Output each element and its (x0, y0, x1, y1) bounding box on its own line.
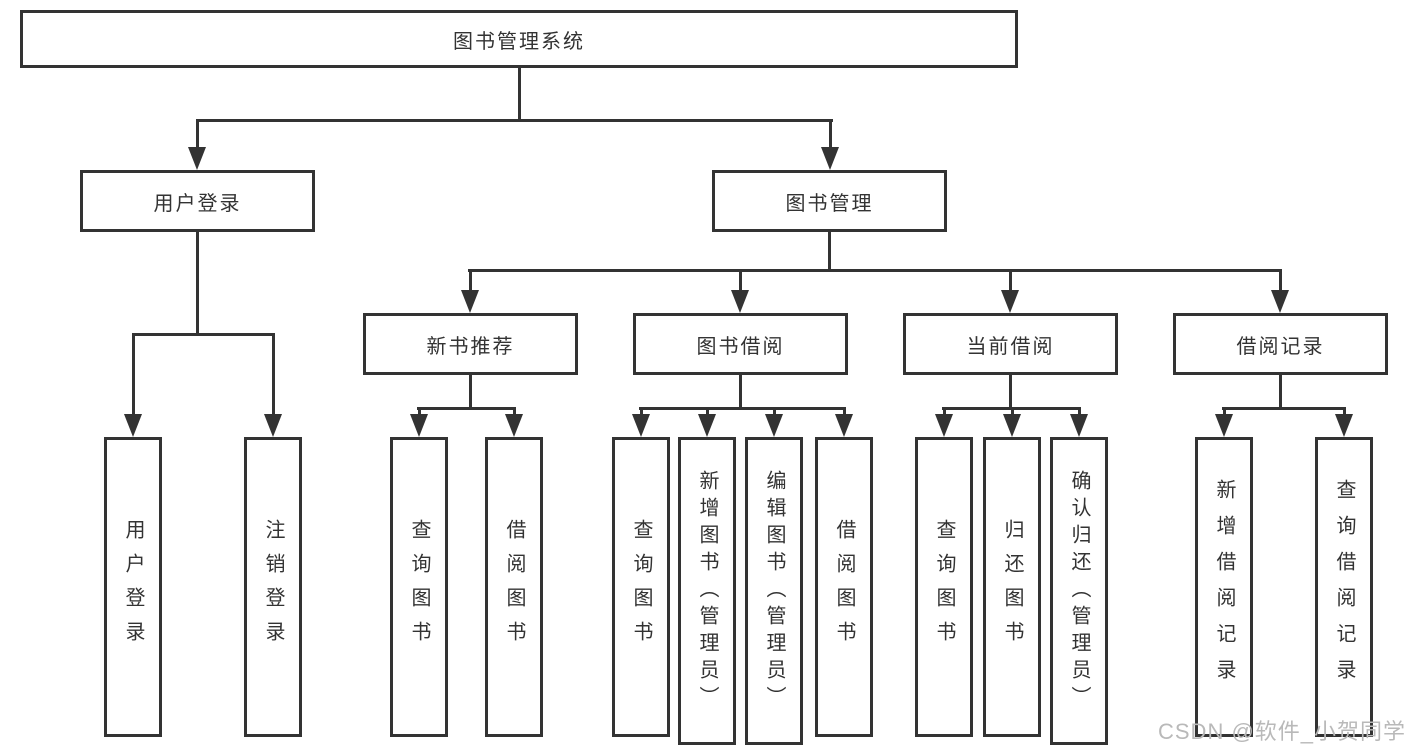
node-user-login: 用户登录 (80, 170, 315, 232)
arrow-down-icon (1003, 414, 1021, 437)
arrow-down-icon (731, 290, 749, 313)
leaf-borrow-books-recommend: 借阅图书 (485, 437, 543, 737)
arrow-down-icon (1215, 414, 1233, 437)
node-book-borrowing: 图书借阅 (633, 313, 848, 375)
arrow-down-icon (935, 414, 953, 437)
arrow-down-icon (1001, 290, 1019, 313)
leaf-user-login: 用户登录 (104, 437, 162, 737)
leaf-borrow-books: 借阅图书 (815, 437, 873, 737)
arrow-down-icon (632, 414, 650, 437)
csdn-watermark: CSDN @软件_小贺同学 (1158, 719, 1405, 744)
node-current-borrowing: 当前借阅 (903, 313, 1118, 375)
leaf-query-borrow-record: 查询借阅记录 (1315, 437, 1373, 737)
leaf-return-books: 归还图书 (983, 437, 1041, 737)
arrow-down-icon (1070, 414, 1088, 437)
arrow-down-icon (410, 414, 428, 437)
node-borrowing-records: 借阅记录 (1173, 313, 1388, 375)
leaf-query-books-current: 查询图书 (915, 437, 973, 737)
leaf-query-books-borrow: 查询图书 (612, 437, 670, 737)
arrow-down-icon (505, 414, 523, 437)
arrow-down-icon (821, 147, 839, 170)
arrow-down-icon (124, 414, 142, 437)
leaf-logout: 注销登录 (244, 437, 302, 737)
node-library-management-system: 图书管理系统 (20, 10, 1018, 68)
arrow-down-icon (461, 290, 479, 313)
arrow-down-icon (765, 414, 783, 437)
node-book-management: 图书管理 (712, 170, 947, 232)
arrow-down-icon (188, 147, 206, 170)
leaf-add-borrow-record: 新增借阅记录 (1195, 437, 1253, 737)
arrow-down-icon (264, 414, 282, 437)
arrow-down-icon (698, 414, 716, 437)
leaf-confirm-return-admin: 确认归还（管理员） (1050, 437, 1108, 745)
arrow-down-icon (1271, 290, 1289, 313)
arrow-down-icon (835, 414, 853, 437)
leaf-add-books-admin: 新增图书（管理员） (678, 437, 736, 745)
leaf-edit-books-admin: 编辑图书（管理员） (745, 437, 803, 745)
node-new-book-recommendation: 新书推荐 (363, 313, 578, 375)
leaf-query-books-recommend: 查询图书 (390, 437, 448, 737)
arrow-down-icon (1335, 414, 1353, 437)
